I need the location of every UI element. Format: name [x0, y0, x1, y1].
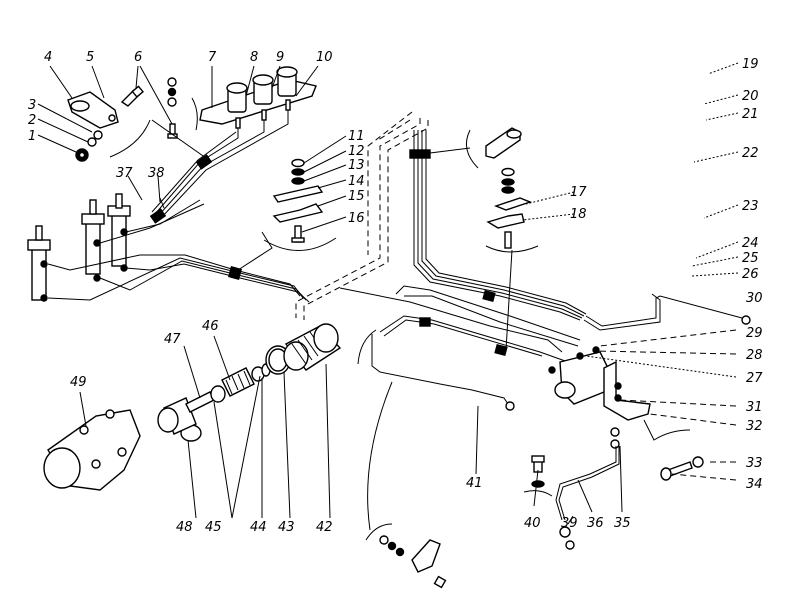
callout-17: 17 — [570, 185, 587, 200]
callout-39: 39 — [561, 516, 578, 531]
callout-2: 2 — [28, 113, 36, 128]
callout-26: 26 — [742, 267, 759, 282]
callout-29: 29 — [746, 326, 763, 341]
vertical-tubes — [409, 127, 587, 321]
callout-6: 6 — [134, 50, 142, 65]
actuator-cylinders — [27, 193, 131, 302]
callout-labels: 4 5 6 7 8 9 10 3 2 1 37 38 11 12 13 14 1… — [28, 50, 763, 535]
callout-8: 8 — [250, 50, 258, 65]
callout-20: 20 — [742, 89, 759, 104]
callout-41: 41 — [466, 476, 483, 491]
callout-22: 22 — [742, 146, 759, 161]
bracket-assembly — [67, 85, 151, 162]
callout-27: 27 — [746, 371, 763, 386]
bottom-clamp — [365, 381, 447, 589]
callout-1: 1 — [28, 129, 36, 144]
callout-23: 23 — [742, 199, 759, 214]
callout-31: 31 — [746, 400, 763, 415]
callout-35: 35 — [614, 516, 631, 531]
callout-4: 4 — [44, 50, 52, 65]
callout-28: 28 — [746, 348, 763, 363]
callout-3: 3 — [28, 98, 36, 113]
callout-33: 33 — [746, 456, 763, 471]
callout-10: 10 — [316, 50, 333, 65]
callout-46: 46 — [202, 319, 219, 334]
callout-49: 49 — [70, 375, 87, 390]
leader-lines — [37, 62, 739, 525]
callout-37: 37 — [116, 166, 133, 181]
callout-24: 24 — [742, 236, 759, 251]
callout-42: 42 — [316, 520, 333, 535]
callout-9: 9 — [276, 50, 284, 65]
master-cylinder — [43, 323, 342, 491]
callout-38: 38 — [148, 166, 165, 181]
callout-25: 25 — [742, 251, 759, 266]
callout-21: 21 — [742, 107, 759, 122]
valve-block — [151, 66, 317, 159]
callout-43: 43 — [278, 520, 295, 535]
callout-14: 14 — [348, 174, 365, 189]
tube-bundle-lower — [47, 199, 310, 303]
dashed-routing — [295, 111, 429, 320]
callout-36: 36 — [587, 516, 604, 531]
bolt-nut-set-6 — [167, 77, 178, 139]
distribution-valve — [548, 346, 691, 449]
bolt-33-34 — [660, 456, 704, 481]
clip-hardware-11-16 — [263, 158, 337, 251]
callout-44: 44 — [250, 520, 267, 535]
callout-48: 48 — [176, 520, 193, 535]
callout-47: 47 — [164, 332, 181, 347]
callout-5: 5 — [86, 50, 94, 65]
callout-40: 40 — [524, 516, 541, 531]
clip-hardware-17-18 — [485, 167, 539, 351]
callout-7: 7 — [208, 50, 217, 65]
tube-36 — [523, 446, 620, 550]
callout-19: 19 — [742, 57, 759, 72]
callout-15: 15 — [348, 189, 365, 204]
callout-45: 45 — [205, 520, 222, 535]
tube-bundle-upper — [149, 110, 289, 224]
callout-16: 16 — [348, 211, 365, 226]
callout-30: 30 — [746, 291, 763, 306]
callout-34: 34 — [746, 477, 763, 492]
callout-13: 13 — [348, 158, 365, 173]
callout-12: 12 — [348, 144, 365, 159]
callout-11: 11 — [348, 129, 365, 144]
cross-tubes — [339, 285, 751, 411]
callout-32: 32 — [746, 419, 763, 434]
callout-18: 18 — [570, 207, 587, 222]
